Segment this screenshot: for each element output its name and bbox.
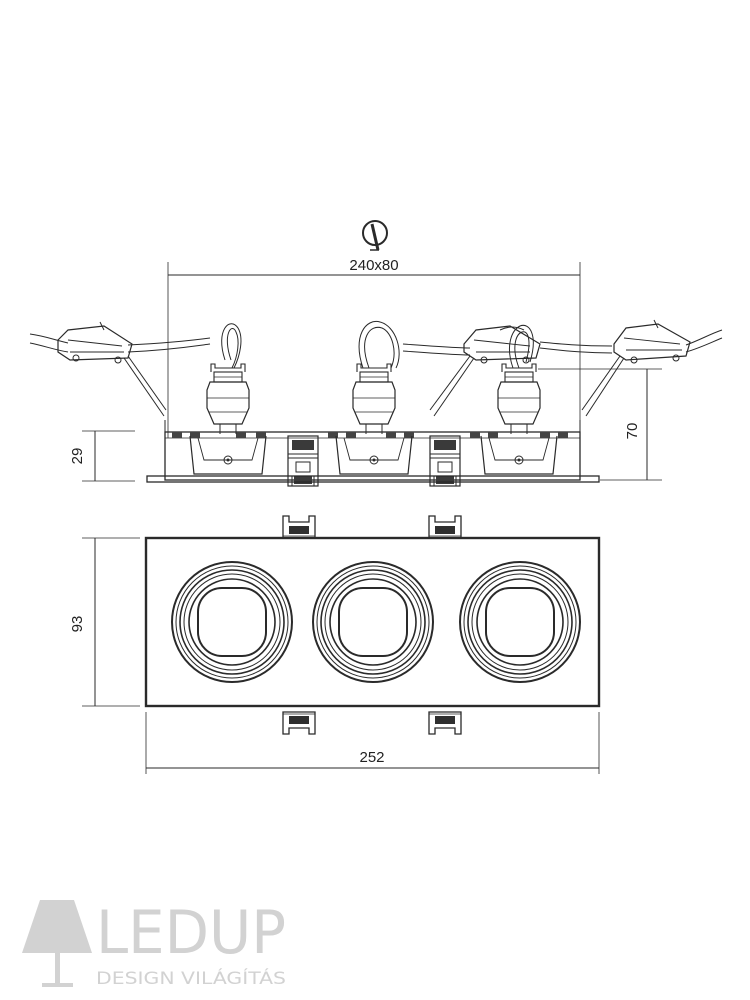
cutout-dimension bbox=[167, 262, 581, 438]
top-clip-1 bbox=[282, 515, 316, 539]
lamp-unit-1 bbox=[189, 363, 267, 475]
cutout-label: 240x80 bbox=[349, 257, 398, 274]
brand-name: LEDUP bbox=[96, 898, 286, 968]
trim-plate bbox=[146, 475, 600, 483]
housing bbox=[164, 420, 581, 481]
top-clip-3 bbox=[282, 711, 316, 735]
side-view bbox=[29, 262, 723, 487]
trim-height-dimension bbox=[82, 430, 135, 482]
recess-height-dimension bbox=[538, 368, 662, 481]
circle-cut-icon bbox=[362, 220, 388, 251]
lamp-unit-2 bbox=[335, 363, 413, 475]
width-dimension bbox=[82, 537, 140, 707]
terminal-block-middle bbox=[429, 325, 541, 417]
recess-height-label: 70 bbox=[624, 423, 641, 440]
power-cables bbox=[29, 320, 723, 369]
lamp-unit-3 bbox=[480, 363, 558, 475]
terminal-block-right bbox=[581, 319, 691, 417]
top-clip-2 bbox=[428, 515, 462, 539]
brand-tagline: DESIGN VILÁGÍTÁS bbox=[96, 967, 286, 989]
length-label: 252 bbox=[359, 749, 384, 766]
spring-clip-left bbox=[287, 435, 319, 487]
trim-height-label: 29 bbox=[69, 448, 86, 465]
top-clip-4 bbox=[428, 711, 462, 735]
length-dimension bbox=[145, 712, 600, 774]
spring-clip-right bbox=[429, 435, 461, 487]
terminal-block-left bbox=[57, 321, 167, 417]
lamp-shade-icon bbox=[22, 900, 92, 987]
width-label: 93 bbox=[69, 616, 86, 633]
top-view bbox=[82, 515, 601, 774]
brand-logo: LEDUP DESIGN VILÁGÍTÁS bbox=[22, 898, 286, 989]
